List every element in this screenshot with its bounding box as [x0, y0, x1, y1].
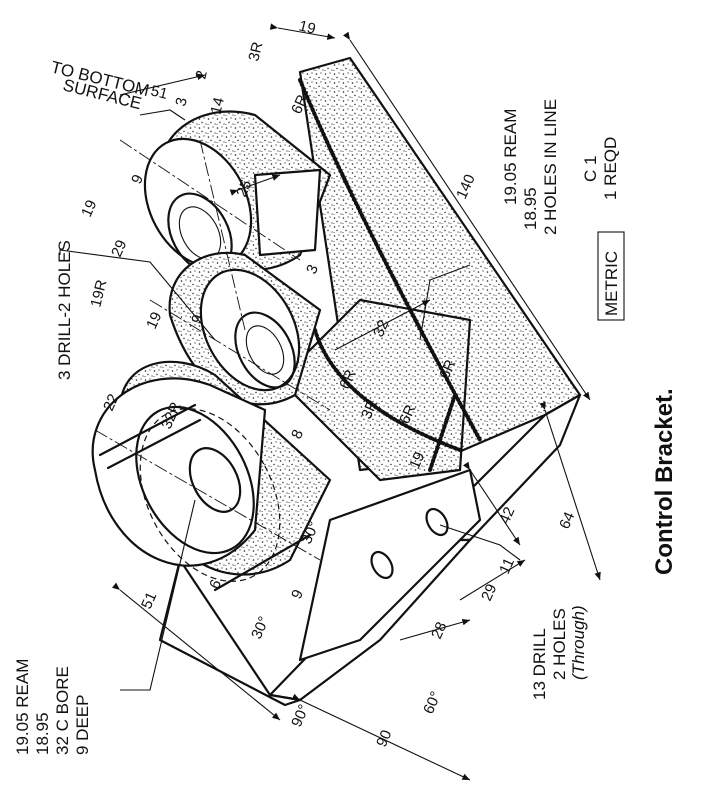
- dim-51-top: 51: [149, 82, 169, 103]
- dim-29: 29: [108, 237, 130, 259]
- dim-25: 25: [233, 177, 255, 199]
- caption: Control Bracket.: [651, 388, 678, 575]
- note-ream-top-1: 19.05 REAM: [501, 109, 520, 205]
- note-metric: METRIC: [602, 251, 621, 316]
- dim-60-angle: 60°: [420, 689, 445, 717]
- dim-32: 32: [370, 317, 392, 339]
- mounting-holes: [370, 507, 449, 580]
- dim-3r-top: 3R: [245, 40, 266, 63]
- dim-14: 14: [207, 96, 228, 116]
- note-ream-top-2: 18.95: [521, 187, 540, 230]
- dim-3-b: 3: [303, 262, 322, 277]
- note-ream-bot-3: 32 C BORE: [53, 666, 72, 755]
- dimension-lines: [59, 23, 601, 781]
- metric-box: [597, 231, 625, 321]
- dim-6r-b: 6R: [436, 357, 459, 382]
- dim-11: 11: [496, 555, 518, 576]
- lower-hub: [91, 360, 332, 592]
- dim-19-top: 19: [297, 17, 317, 38]
- dim-2: 2: [192, 69, 211, 81]
- dim-9-a: 9: [128, 172, 147, 187]
- notes-group: TO BOTTOM SURFACE 3 DRILL-2 HOLES 19.05 …: [13, 57, 678, 755]
- dim-64: 64: [556, 509, 578, 531]
- dim-42: 42: [496, 504, 518, 526]
- dim-3r-b: 3R: [358, 397, 381, 422]
- dim-19-a: 19: [78, 197, 100, 219]
- dim-9-c: 9: [288, 587, 307, 602]
- dim-6r-a: 6R: [288, 92, 311, 117]
- dim-19r: 19R: [87, 278, 110, 309]
- note-drill-13-1: 13 DRILL: [530, 628, 549, 700]
- dim-3-top: 3: [172, 96, 191, 108]
- dim-28: 28: [428, 619, 450, 641]
- note-drill-13-3: (Through): [569, 605, 588, 680]
- dim-90-angle: 90°: [288, 702, 313, 730]
- note-ream-bot-4: 9 DEEP: [73, 695, 92, 755]
- dim-29-b: 29: [478, 581, 500, 603]
- dim-30-b: 30°: [248, 614, 273, 642]
- note-drill-13-2: 2 HOLES: [550, 608, 569, 680]
- note-ream-top-3: 2 HOLES IN LINE: [541, 99, 560, 235]
- note-part-no: C 1: [581, 156, 600, 182]
- dim-6r-c: 6R: [336, 367, 359, 392]
- note-reqd: 1 REQD: [601, 137, 620, 200]
- dimension-values: 19 3R 51 3 14 6R 140 9 25 19 29 19R 19 9…: [78, 17, 578, 749]
- dim-90: 90: [373, 727, 395, 749]
- dim-6r-d: 6R: [396, 402, 419, 427]
- dim-19-b: 19: [143, 309, 165, 331]
- dim-22: 22: [100, 391, 122, 413]
- note-ream-bot-2: 18.95: [33, 712, 52, 755]
- dim-8: 8: [288, 427, 307, 442]
- note-ream-bot-1: 19.05 REAM: [13, 659, 32, 755]
- note-drill-3: 3 DRILL-2 HOLES: [55, 240, 74, 380]
- dim-19-c: 19: [406, 449, 428, 471]
- dim-140: 140: [453, 172, 479, 202]
- dim-51-left: 51: [138, 589, 160, 611]
